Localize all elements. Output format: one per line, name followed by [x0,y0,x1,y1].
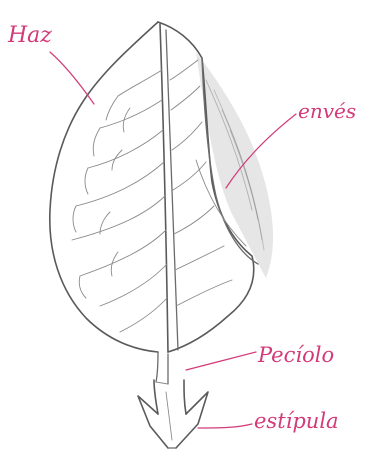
annotation-estipula: estípula [198,409,339,433]
label-estipula: estípula [254,409,339,433]
leader-estipula [198,424,252,428]
stipule [138,392,208,448]
label-haz: Haz [7,23,52,48]
leader-peciolo [186,352,256,370]
label-peciolo: Pecíolo [257,343,334,367]
enves-shading [196,52,273,278]
annotation-peciolo: Pecíolo [186,343,334,370]
label-enves: envés [298,99,356,123]
annotation-haz: Haz [7,23,94,104]
petiole [154,352,186,414]
